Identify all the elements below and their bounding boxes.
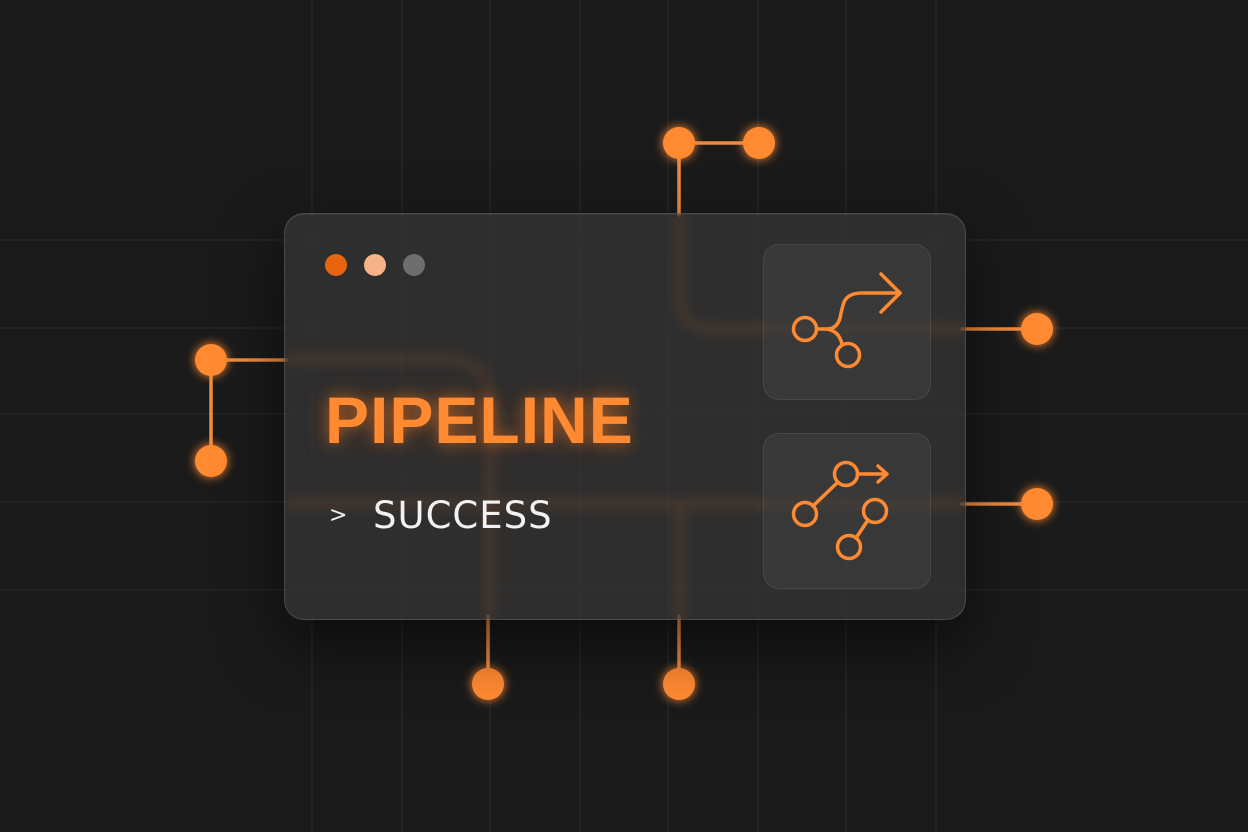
circuit-node — [1021, 313, 1053, 345]
status-text: SUCCESS — [373, 494, 553, 537]
circuit-node — [663, 127, 695, 159]
merge-tile[interactable] — [763, 433, 931, 589]
branch-tile[interactable] — [763, 244, 931, 400]
pipeline-window: PIPELINE > SUCCESS — [284, 213, 966, 620]
circuit-node — [743, 127, 775, 159]
window-inner-glow — [285, 214, 965, 619]
prompt-chevron: > — [329, 503, 348, 528]
circuit-node — [195, 344, 227, 376]
circuit-node — [472, 668, 504, 700]
window-dot-orange[interactable] — [325, 254, 347, 276]
circuit-node — [195, 445, 227, 477]
circuit-node — [663, 668, 695, 700]
circuit-node — [1021, 488, 1053, 520]
git-merge-icon — [791, 460, 889, 561]
window-dot-peach[interactable] — [364, 254, 386, 276]
branch-arrow-icon — [791, 272, 902, 369]
pipeline-title: PIPELINE — [325, 383, 634, 457]
status-row: > SUCCESS — [329, 494, 553, 537]
window-dot-gray[interactable] — [403, 254, 425, 276]
